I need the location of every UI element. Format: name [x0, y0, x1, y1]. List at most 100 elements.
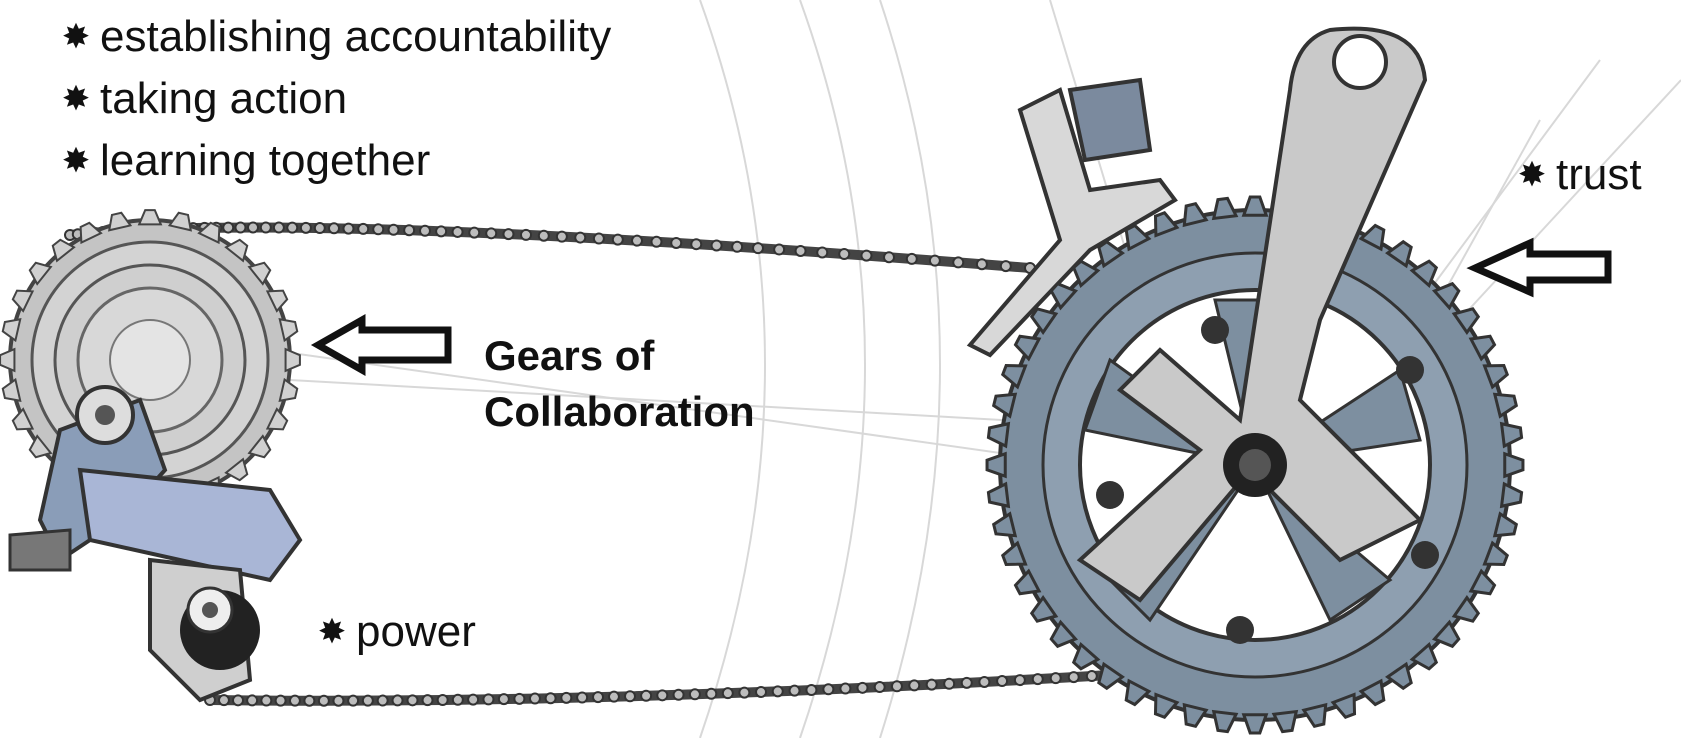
bullet-item: ✸taking action: [52, 74, 347, 124]
gear-tooth: [1071, 259, 1101, 289]
chain-link: [996, 675, 1009, 688]
gear-tooth: [1431, 281, 1461, 311]
gear-tooth: [11, 289, 35, 313]
chain-link: [611, 233, 624, 246]
gear-tooth: [167, 211, 193, 232]
gear-tooth: [1, 317, 22, 343]
chain-link: [288, 694, 301, 707]
chain-link: [286, 221, 299, 234]
gear-tooth: [1211, 196, 1239, 221]
trust-label: ✸trust: [1508, 150, 1642, 200]
bullet-text: establishing accountability: [100, 12, 612, 61]
chain-link: [688, 688, 701, 701]
gear-tooth: [986, 481, 1011, 509]
bullet-item: ✸establishing accountability: [52, 12, 611, 62]
chain-link: [640, 689, 653, 702]
gear-tooth: [1330, 692, 1357, 720]
arrow-gears: [310, 313, 452, 377]
power-text: power: [356, 607, 476, 656]
chain-link: [755, 685, 768, 698]
chain-link: [839, 682, 852, 695]
chain-link: [528, 692, 541, 705]
chain-link: [805, 683, 818, 696]
chain-link: [303, 694, 316, 707]
chain-link: [752, 242, 764, 255]
chain-link: [905, 252, 918, 265]
chain-link: [1067, 671, 1080, 684]
chain-link: [1085, 670, 1098, 683]
chain-link: [497, 693, 510, 706]
chain-link: [771, 685, 784, 698]
chain-link: [925, 678, 938, 691]
gear-tooth: [28, 261, 53, 286]
chain-link: [328, 222, 340, 235]
gear-tooth: [1029, 307, 1059, 335]
gear-tooth: [1241, 713, 1269, 735]
chain-link: [721, 687, 734, 700]
chain-link: [436, 694, 449, 706]
chain-link: [246, 694, 259, 707]
trust-text: trust: [1556, 150, 1642, 199]
gear-tooth: [1499, 481, 1524, 509]
chain-lower-links: [204, 669, 1116, 707]
gear-tooth: [1499, 421, 1524, 449]
chain-link: [592, 691, 605, 704]
gear-tooth: [1241, 195, 1269, 217]
gear-tooth: [224, 238, 249, 263]
gear-tooth: [265, 407, 289, 431]
rear-derailleur: [8, 385, 303, 703]
gear-tooth: [1049, 619, 1079, 649]
bullet-text: taking action: [100, 74, 348, 123]
gear-tooth: [1358, 223, 1386, 252]
gear-tooth: [247, 434, 272, 459]
gears-of-collaboration-label: Gears of Collaboration: [484, 328, 755, 440]
gear-tooth: [137, 209, 163, 226]
gear-tooth: [1482, 540, 1510, 567]
chain-link: [908, 679, 921, 692]
gear-tooth: [278, 377, 299, 403]
chain-link: [520, 228, 532, 241]
chain-link: [978, 675, 991, 688]
chain-link: [555, 230, 568, 243]
bullet-item: ✸learning together: [52, 136, 431, 186]
chain-link: [794, 244, 807, 257]
chain-link: [710, 239, 723, 252]
gear-tooth: [1029, 595, 1059, 623]
chain-link: [372, 223, 385, 236]
gear-tooth: [1000, 363, 1028, 390]
chain-link: [773, 243, 786, 256]
chain-link: [873, 681, 886, 694]
gear-tooth: [1385, 239, 1413, 269]
star-icon: ✸: [1517, 156, 1547, 194]
gear-tooth: [1492, 511, 1519, 538]
chain-link: [788, 684, 801, 697]
chain-link: [537, 229, 550, 242]
gear-tooth: [51, 238, 76, 263]
chain-link: [822, 683, 835, 696]
gear-tooth: [1182, 201, 1209, 228]
chain-link: [656, 689, 669, 702]
gear-tooth: [107, 211, 133, 232]
chain-link: [421, 694, 434, 707]
gear-tooth: [1013, 334, 1042, 362]
gear-tooth: [1211, 709, 1239, 734]
chain-link: [592, 232, 605, 245]
arrow-trust: [1466, 237, 1612, 298]
gear-tooth: [1153, 210, 1180, 238]
gear-tooth: [1492, 392, 1519, 419]
gear-tooth: [28, 434, 53, 459]
star-icon: ✸: [317, 613, 347, 651]
chain-link: [347, 694, 360, 707]
star-icon: ✸: [61, 80, 91, 118]
gear-tooth: [284, 347, 301, 373]
chain-link: [960, 676, 973, 689]
chain-link: [816, 246, 829, 259]
gear-tooth: [247, 261, 272, 286]
gear-tooth: [1503, 451, 1525, 479]
chain-link: [560, 691, 573, 704]
chain-link: [272, 221, 285, 234]
gear-tooth: [11, 407, 35, 431]
chain-link: [672, 688, 685, 701]
